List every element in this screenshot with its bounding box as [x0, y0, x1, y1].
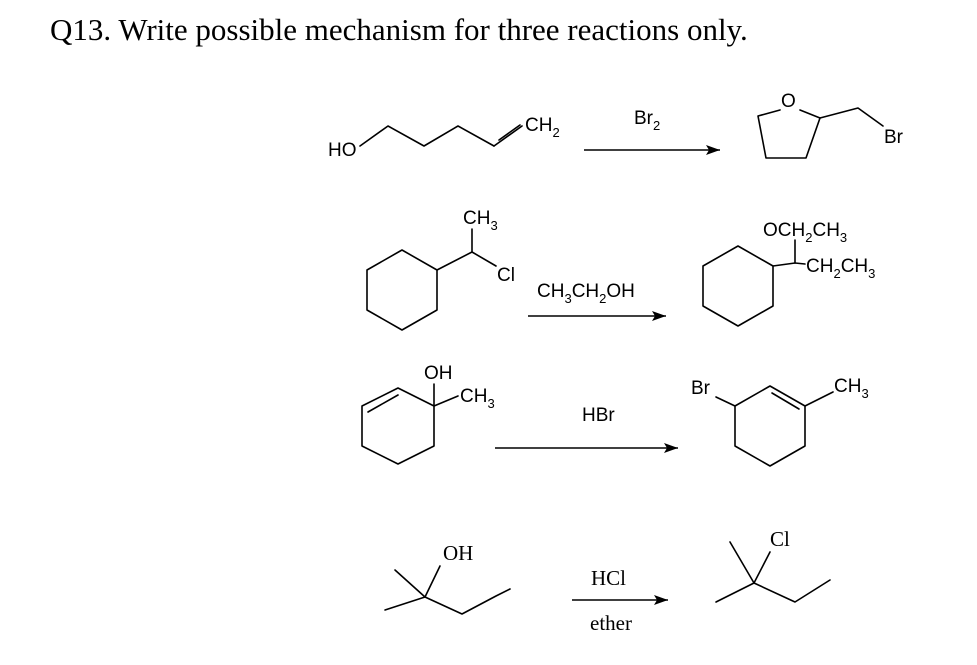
- reactant-1-ho-label: HO: [328, 140, 357, 161]
- reactant-1-chain: [359, 125, 495, 147]
- product-3-br-label: Br: [691, 378, 711, 399]
- reactant-3-methyl-bond: [433, 395, 459, 407]
- reactant-2-cyclohexane: [366, 249, 438, 331]
- product-2-ethoxy-label: OCH2CH3: [763, 220, 847, 245]
- product-2-quat-bond: [772, 262, 796, 267]
- product-3-ch3-label: CH3: [834, 376, 869, 401]
- reagent-1-label: Br2: [634, 108, 660, 133]
- reactant-3-oh-label: OH: [424, 363, 453, 384]
- product-2-ethyl-label: CH2CH3: [806, 256, 875, 281]
- reactant-2-cl-label: Cl: [497, 265, 515, 286]
- reaction-4: OH HCl ether Cl: [384, 527, 831, 635]
- product-2-ethyl-bond: [794, 262, 806, 265]
- reactant-1-ch2-label: CH2: [525, 115, 560, 140]
- product-3-ring: [734, 385, 806, 467]
- reactant-3: OH CH3: [361, 363, 495, 465]
- reactant-4-methyl-bond: [384, 596, 426, 611]
- reagent-3: HBr: [495, 405, 678, 453]
- reactant-4: OH: [384, 541, 511, 615]
- reactant-1-double-bond-inner: [498, 124, 521, 141]
- reactant-4-oh-bond: [424, 565, 441, 598]
- product-1-ring: [757, 109, 821, 159]
- product-4: Cl: [715, 527, 831, 603]
- reagent-1: Br2: [584, 108, 720, 155]
- reactant-3-ring-double-bond: [367, 394, 399, 413]
- question-title: Q13. Write possible mechanism for three …: [50, 12, 748, 47]
- product-4-cl-label: Cl: [770, 527, 790, 551]
- reactant-1-double-bond: [493, 125, 523, 147]
- reagent-4-above-label: HCl: [591, 566, 626, 590]
- reagent-4-below-label: ether: [590, 611, 632, 635]
- product-4-cl-bond: [753, 551, 771, 584]
- reactant-2: CH3 Cl: [366, 208, 515, 331]
- reactant-4-backbone: [394, 569, 511, 615]
- product-3-ring-double-bond: [771, 392, 800, 410]
- reaction-3: OH CH3 HBr Br CH3: [361, 363, 869, 467]
- product-3-methyl-bond: [804, 391, 834, 407]
- reaction-1: HO CH2 Br2 O Br: [328, 91, 904, 161]
- product-2: OCH2CH3 CH2CH3: [702, 220, 875, 327]
- reagent-2-label: CH3CH2OH: [537, 281, 635, 306]
- reaction-2: CH3 Cl CH3CH2OH OCH2CH3 CH2CH3: [366, 208, 875, 331]
- reactant-3-ch3-label: CH3: [460, 386, 495, 411]
- product-2-cyclohexane: [702, 245, 774, 327]
- product-1-side-chain: [819, 107, 884, 127]
- reactant-4-oh-label: OH: [443, 541, 473, 565]
- product-4-backbone: [729, 541, 831, 603]
- reagent-2: CH3CH2OH: [528, 281, 666, 321]
- product-4-methyl-bond: [715, 582, 755, 603]
- product-1-br-label: Br: [884, 127, 904, 148]
- reactant-2-ch3-label: CH3: [463, 208, 498, 233]
- reactant-1: HO CH2: [328, 115, 560, 161]
- product-3: Br CH3: [691, 376, 869, 467]
- reagent-4: HCl ether: [572, 566, 668, 635]
- reagent-3-label: HBr: [582, 405, 615, 426]
- product-1-o-label: O: [781, 91, 796, 112]
- product-3-br-bond: [715, 396, 736, 407]
- reactant-2-side-chain: [436, 251, 497, 271]
- product-1: O Br: [757, 91, 904, 159]
- reactant-3-ring: [361, 387, 435, 465]
